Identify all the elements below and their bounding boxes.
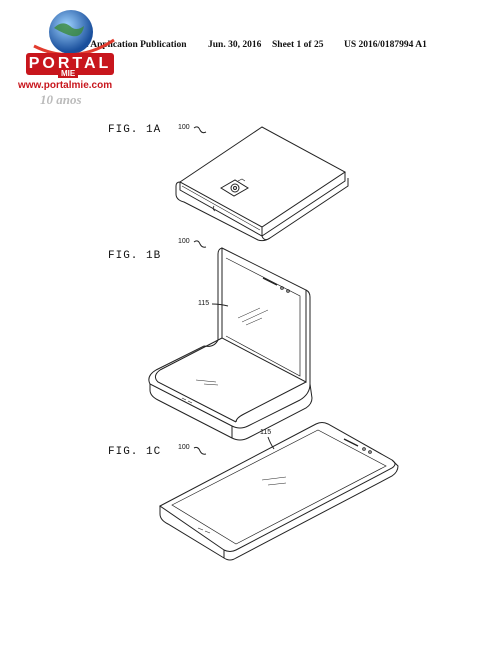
sheet-number: Sheet 1 of 25 bbox=[272, 40, 324, 50]
ref-115-fig-1c: 115 bbox=[260, 429, 272, 436]
logo-url: www.portalmie.com bbox=[18, 80, 113, 91]
ref-100-fig-1a: 100 bbox=[178, 124, 190, 131]
logo-brand: PORTAL bbox=[26, 53, 114, 75]
portalmie-logo: PORTAL MIE www.portalmie.com 10 anos bbox=[14, 6, 124, 107]
fig-1b-label: FIG. 1B bbox=[108, 250, 162, 262]
bent-device-fig-1b bbox=[148, 247, 313, 441]
ref-100-fig-1b: 100 bbox=[178, 238, 190, 245]
publication-title: Patent Application Publication bbox=[62, 40, 187, 50]
logo-sub: MIE bbox=[58, 69, 79, 78]
leader-line-1b bbox=[193, 240, 207, 248]
patent-number: US 2016/0187994 A1 bbox=[344, 40, 427, 50]
fig-1a-label: FIG. 1A bbox=[108, 124, 162, 136]
publication-date: Jun. 30, 2016 bbox=[208, 40, 262, 50]
leader-line-115-1b bbox=[211, 303, 229, 307]
flat-device-fig-1c bbox=[159, 422, 399, 561]
leader-line-115-1c bbox=[267, 436, 275, 450]
fig-1c-label: FIG. 1C bbox=[108, 446, 162, 458]
leader-line-1c bbox=[193, 446, 207, 455]
folded-device-fig-1a bbox=[175, 126, 349, 242]
logo-anniversary: 10 anos bbox=[40, 92, 82, 107]
leader-line-1a bbox=[193, 126, 207, 134]
ref-100-fig-1c: 100 bbox=[178, 444, 190, 451]
ref-115-fig-1b: 115 bbox=[198, 300, 210, 307]
